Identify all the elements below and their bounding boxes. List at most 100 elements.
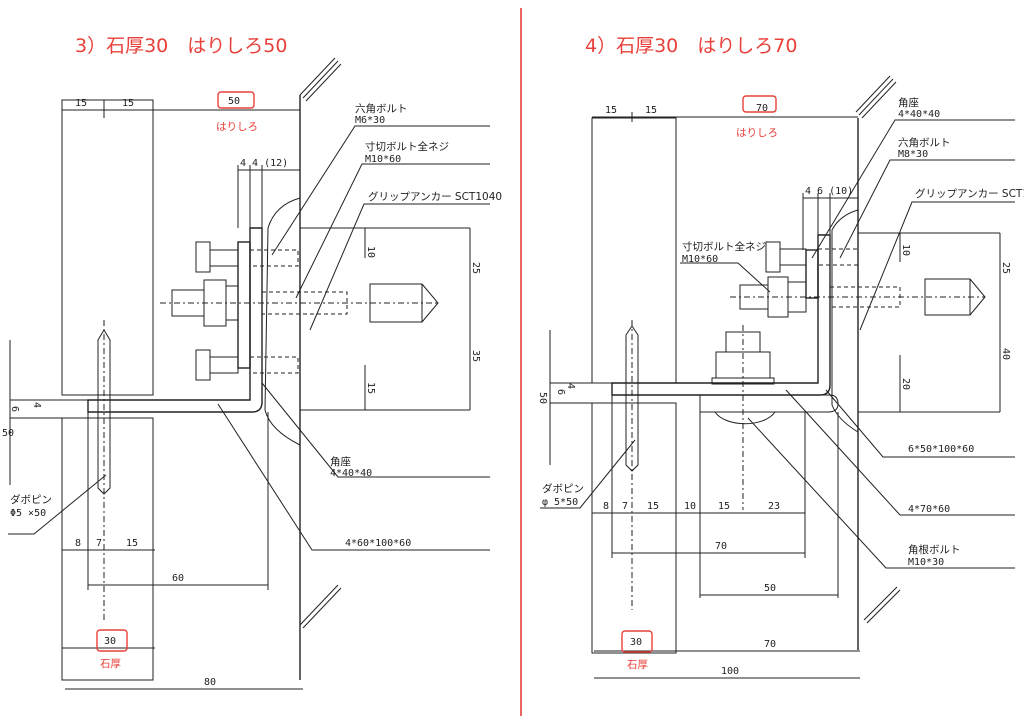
dim-bottom-80: 80 [204,677,216,688]
callout-dowel-pin: ダボピン φ 5*50 [542,482,584,508]
lower-bracket [699,394,839,413]
dim-bottom-60: 60 [172,573,184,584]
left-detail-drawing: 3）石厚30 はりしろ50 [2,35,502,690]
grip-anchor [369,283,439,323]
dim-right-3: 35 [470,350,481,362]
dim-margin: 50 [228,96,240,107]
dim-right-2: 25 [470,262,481,274]
dim-stone-thickness: 30 [104,636,116,647]
svg-text:角座: 角座 [330,455,351,468]
stone-upper [61,99,154,396]
callout-angle-bracket: 6*50*100*60 [825,389,1015,458]
dim-bottom-5: 15 [718,501,730,512]
dim-top-2: 15 [122,98,134,109]
dim-bottom-70a: 70 [715,541,727,552]
dim-right-1: 10 [900,244,911,256]
svg-text:M6*30: M6*30 [355,115,385,126]
svg-text:4*40*40: 4*40*40 [330,468,372,479]
dim-bottom-3: 15 [126,538,138,549]
svg-text:M10*30: M10*30 [908,557,944,568]
grip-anchor [924,278,986,316]
svg-text:M8*30: M8*30 [898,149,928,160]
dim-bottom-50: 50 [764,583,776,594]
dim-side-2: 6 [555,389,566,395]
stone-upper [591,117,677,384]
dim-bottom-2: 7 [96,538,102,549]
svg-text:φ 5*50: φ 5*50 [542,497,578,508]
stone-thickness-label: 石厚 [627,659,648,671]
right-title: 4）石厚30 はりしろ70 [585,35,797,57]
dim-side-1: 4 [565,383,576,389]
svg-text:ダボピン: ダボピン [542,482,584,495]
svg-text:ダボピン: ダボピン [10,493,52,506]
margin-label: はりしろ [216,121,258,133]
hex-bolt-upper [195,241,299,273]
dim-bottom-100: 100 [721,666,739,677]
plate-dims: 4 6 (10) [805,186,853,197]
dim-margin: 70 [756,103,768,114]
dim-top-1: 15 [605,105,617,116]
dim-bottom-1: 8 [75,538,81,549]
svg-text:4*60*100*60: 4*60*100*60 [345,538,411,549]
svg-text:寸切ボルト全ネジ: 寸切ボルト全ネジ [365,140,449,153]
svg-text:グリップアンカー SCT1040: グリップアンカー SCT1040 [915,187,1024,200]
dim-bottom-1: 8 [603,501,609,512]
dim-side-2: 4 [31,402,42,408]
svg-text:4*70*60: 4*70*60 [908,504,950,515]
angle-bracket [611,234,831,396]
dim-right-2: 25 [1000,262,1011,274]
svg-text:六角ボルト: 六角ボルト [355,103,408,115]
dim-bottom-3: 15 [647,501,659,512]
svg-text:Φ5 ×50: Φ5 ×50 [10,508,46,519]
dim-bottom-6: 23 [768,501,780,512]
plate-dims: 4 4 (12) [240,158,288,169]
dim-side-3: 50 [537,392,548,404]
hex-bolt [765,241,859,273]
full-thread-bolt [160,279,440,327]
svg-text:グリップアンカー SCT1040: グリップアンカー SCT1040 [368,190,502,203]
stone-lower [61,417,154,681]
svg-text:M10*60: M10*60 [365,154,401,165]
callout-angle-bracket: 4*60*100*60 [217,403,490,551]
dim-right-3: 40 [1000,348,1011,360]
svg-text:6*50*100*60: 6*50*100*60 [908,444,974,455]
svg-text:4*40*40: 4*40*40 [898,109,940,120]
callout-square-washer: 角座4*40*40 [261,382,490,479]
square-washer [805,249,819,299]
hex-bolt-lower [195,349,299,381]
margin-label: はりしろ [736,127,778,139]
svg-text:六角ボルト: 六角ボルト [898,137,951,149]
svg-text:M10*60: M10*60 [682,254,718,265]
dim-top-1: 15 [75,98,87,109]
callout-square-washer: 角座4*40*40 [811,96,1015,259]
right-detail-drawing: 4）石厚30 はりしろ70 [537,35,1024,679]
callout-lower-bracket: 4*70*60 [785,389,1015,516]
dim-side-3: 50 [2,428,14,439]
stone-thickness-label: 石厚 [100,658,121,670]
square-washer [237,241,251,369]
left-title: 3）石厚30 はりしろ50 [75,35,287,57]
dim-right-1: 10 [365,246,376,258]
full-thread-bolt [730,276,985,318]
dim-stone-thickness: 30 [630,637,642,648]
dim-top-2: 15 [645,105,657,116]
svg-text:角根ボルト: 角根ボルト [908,543,961,556]
square-neck-bolt [711,325,775,510]
dim-bottom-2: 7 [622,501,628,512]
mortar-fill [831,209,859,433]
svg-text:角座: 角座 [898,96,919,109]
dim-bottom-70b: 70 [764,639,776,650]
dim-right-4: 15 [365,382,376,394]
angle-bracket [87,227,263,413]
callout-dowel-pin: ダボピン Φ5 ×50 [10,493,52,519]
dim-side-1: 6 [9,406,20,412]
dim-right-4: 20 [900,378,911,390]
svg-text:寸切ボルト全ネジ: 寸切ボルト全ネジ [682,240,766,253]
callout-grip-anchor: グリップアンカー SCT1040 [309,190,502,331]
